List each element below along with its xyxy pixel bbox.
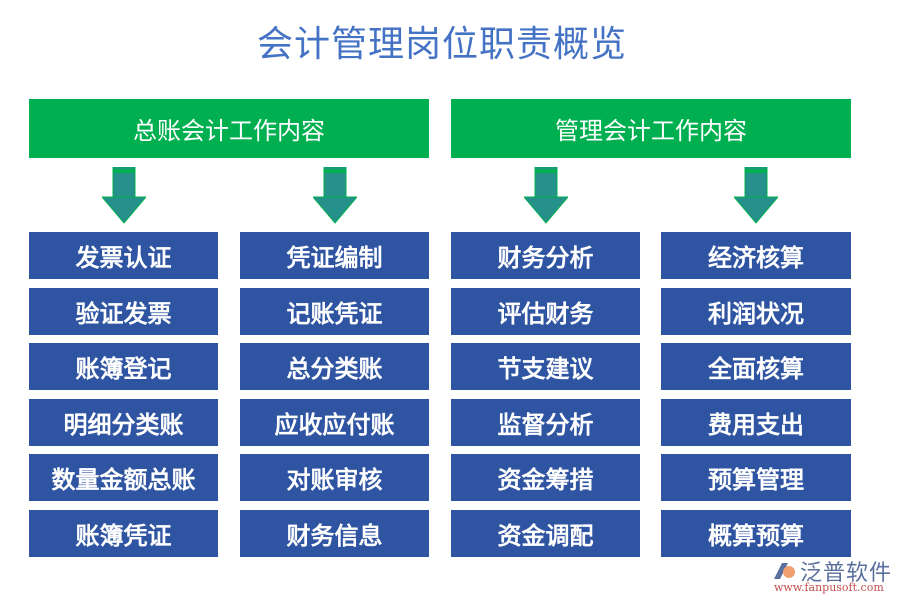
duty-box: 预算管理 (661, 454, 851, 501)
duty-box: 节支建议 (451, 343, 640, 390)
duty-box: 总分类账 (240, 343, 429, 390)
duty-box: 全面核算 (661, 343, 851, 390)
duty-box: 监督分析 (451, 399, 640, 446)
duty-box: 概算预算 (661, 510, 851, 557)
duty-box: 财务分析 (451, 232, 640, 279)
duty-box: 明细分类账 (29, 399, 218, 446)
section-header-management-accounting: 管理会计工作内容 (451, 99, 851, 158)
page-title: 会计管理岗位职责概览 (256, 24, 627, 65)
watermark-logo: 泛普软件 www.fanpusoft.com (770, 555, 895, 595)
duty-box: 账簿凭证 (29, 510, 218, 557)
duty-box: 记账凭证 (240, 288, 429, 335)
duty-box: 对账审核 (240, 454, 429, 501)
down-arrow-icon (734, 167, 778, 224)
fanpu-logo-icon (774, 563, 795, 579)
duty-box: 费用支出 (661, 399, 851, 446)
duty-box: 应收应付账 (240, 399, 429, 446)
duty-box: 发票认证 (29, 232, 218, 279)
section-header-general-ledger: 总账会计工作内容 (29, 99, 429, 158)
duty-box: 资金筹措 (451, 454, 640, 501)
down-arrow-icon (313, 167, 357, 224)
duty-box: 资金调配 (451, 510, 640, 557)
duty-box: 账簿登记 (29, 343, 218, 390)
duty-box: 利润状况 (661, 288, 851, 335)
watermark-url: www.fanpusoft.com (774, 581, 884, 594)
down-arrow-icon (524, 167, 568, 224)
watermark-name: 泛普软件 (800, 561, 893, 586)
duty-box: 经济核算 (661, 232, 851, 279)
duty-box: 财务信息 (240, 510, 429, 557)
duty-box: 数量金额总账 (29, 454, 218, 501)
down-arrow-icon (102, 167, 146, 224)
duty-box: 凭证编制 (240, 232, 429, 279)
duty-box: 验证发票 (29, 288, 218, 335)
duty-box: 评估财务 (451, 288, 640, 335)
